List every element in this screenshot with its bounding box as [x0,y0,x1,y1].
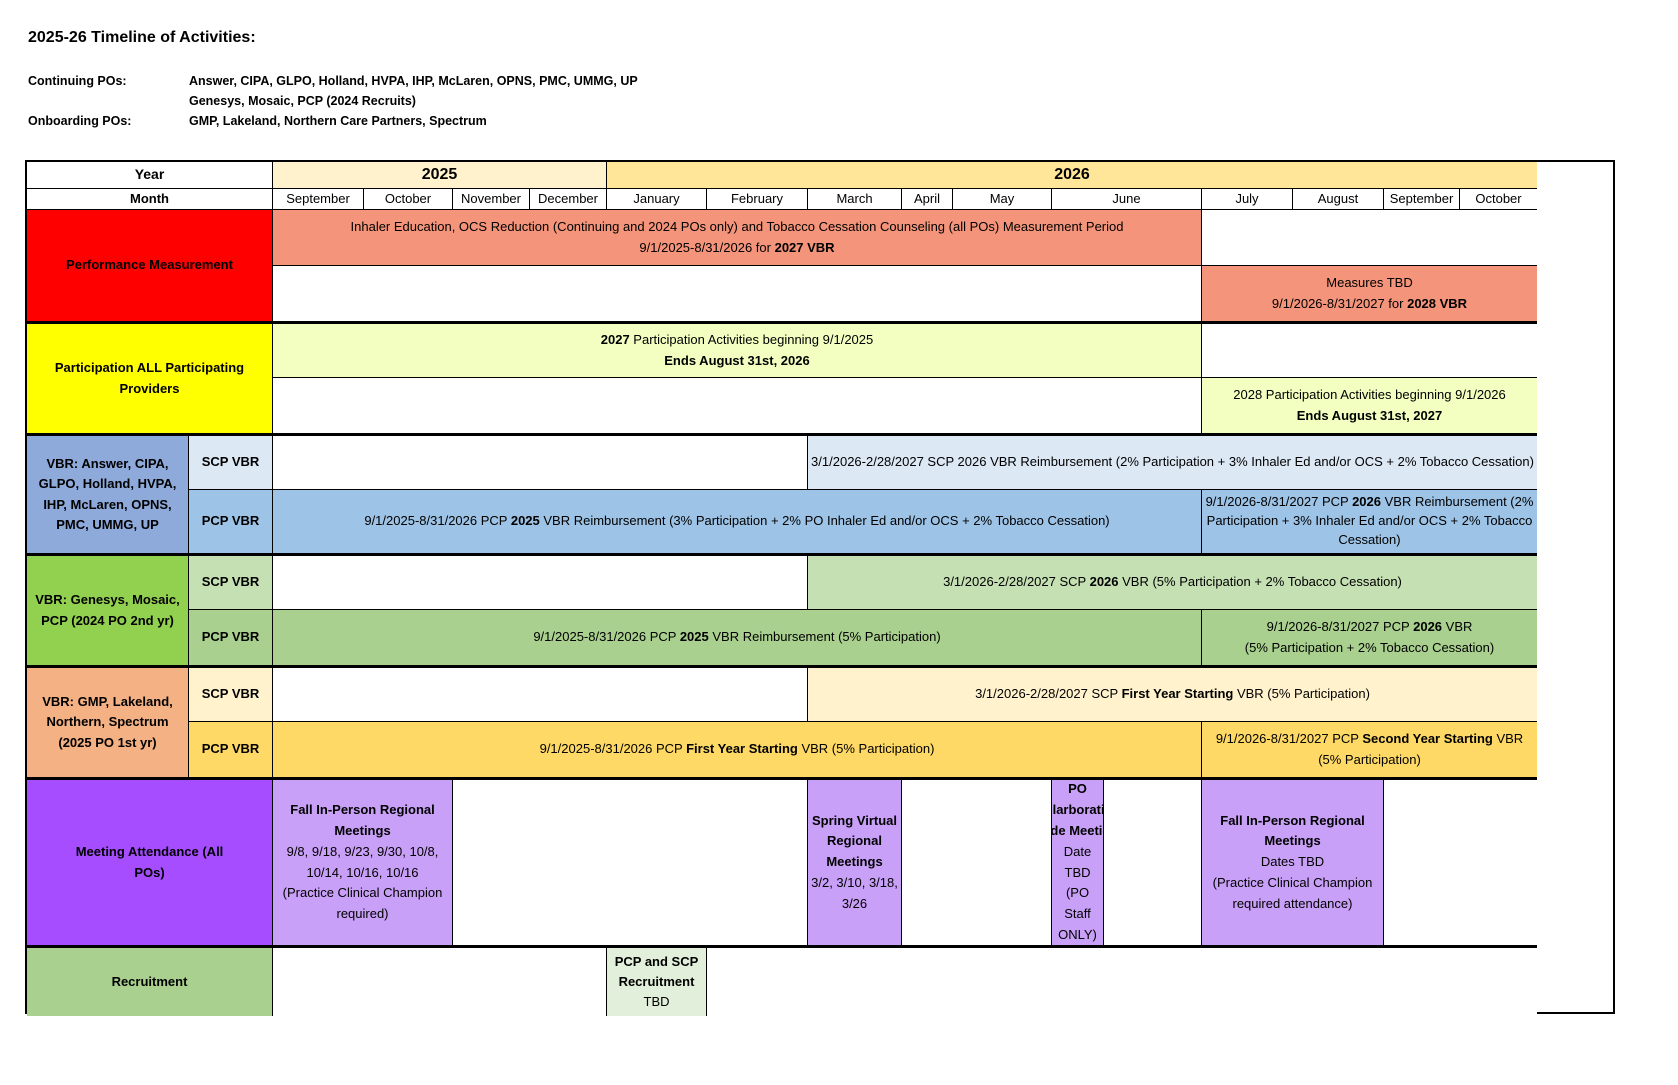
meeting-fall-2026-title: Fall In-Person Regional Meetings [1220,812,1365,849]
continuing-pos-label: Continuing POs: [28,74,127,88]
empty-cell [273,666,808,722]
meeting-label: Meeting Attendance (All POs) [27,778,273,946]
participation-bar-2025-line2: Ends August 31st, 2026 [664,352,810,368]
performance-bar-2025-line1: Inhaler Education, OCS Reduction (Contin… [350,219,1124,235]
vbr-onboarding-pcp-label: PCP VBR [189,722,273,778]
timeline-table: Year 2025 2026 Month September October N… [25,160,1615,1016]
vbr-genesys-label: VBR: Genesys, Mosaic, PCP (2024 PO 2nd y… [27,554,189,666]
month-header: June [1052,189,1202,210]
empty-cell [273,554,808,610]
vbr-genesys-scp-bar: 3/1/2026-2/28/2027 SCP 2026 VBR (5% Part… [808,554,1537,610]
performance-label: Performance Measurement [27,210,273,322]
recruitment-date: TBD [643,994,670,1010]
vbr-continuing-pcp-bar-2026: 9/1/2026-8/31/2027 PCP 2026 VBR Reimburs… [1202,490,1537,554]
recruitment-title: PCP and SCP Recruitment [614,953,699,989]
participation-bar-2026: 2028 Participation Activities beginning … [1202,378,1537,434]
empty-cell [707,946,1537,1016]
meeting-spring-title: Spring Virtual Regional Meetings [812,812,897,870]
month-header: October [1460,189,1537,210]
empty-cell [273,378,1202,434]
performance-bar-2025: Inhaler Education, OCS Reduction (Contin… [273,210,1202,266]
vbr-genesys-pcp-bar-2025: 9/1/2025-8/31/2026 PCP 2025 VBR Reimburs… [273,610,1202,666]
vbr-continuing-pcp-bar-2025: 9/1/2025-8/31/2026 PCP 2025 VBR Reimburs… [273,490,1202,554]
participation-label: Participation ALL Participating Provider… [27,322,273,434]
vbr-genesys-pcp-bar-2026-line2: (5% Participation + 2% Tobacco Cessation… [1244,639,1495,655]
vbr-onboarding-scp-label: SCP VBR [189,666,273,722]
meeting-fall-2026-dates: Dates TBD [1260,854,1325,870]
month-header: January [607,189,707,210]
month-header: March [808,189,902,210]
year-2025-header: 2025 [273,162,607,189]
month-header: July [1202,189,1293,210]
empty-cell [1104,778,1202,946]
participation-bar-2025: 2027 Participation Activities beginning … [273,322,1202,378]
month-header: October [364,189,453,210]
empty-cell [902,778,1052,946]
performance-bar-2025-line2: 9/1/2025-8/31/2026 for 2027 VBR [639,239,835,255]
vbr-continuing-scp-bar: 3/1/2026-2/28/2027 SCP 2026 VBR Reimburs… [808,434,1537,490]
meeting-po-date: Date TBD [1063,843,1092,880]
meeting-fall-2025-dates: 9/8, 9/18, 9/23, 9/30, 10/8, 10/14, 10/1… [286,843,439,880]
empty-cell [273,266,1202,322]
meeting-spring-dates: 3/2, 3/10, 3/18, 3/26 [811,874,898,911]
continuing-pos-line2: Genesys, Mosaic, PCP (2024 Recruits) [189,94,416,108]
meeting-fall-2025-title: Fall In-Person Regional Meetings [290,802,435,838]
onboarding-pos-label: Onboarding POs: [28,114,132,128]
vbr-continuing-label: VBR: Answer, CIPA, GLPO, Holland, HVPA, … [27,434,189,554]
month-header-label: Month [27,189,273,210]
vbr-onboarding-label: VBR: GMP, Lakeland, Northern, Spectrum (… [27,666,189,778]
month-header: September [1384,189,1460,210]
empty-cell [453,778,808,946]
vbr-onboarding-pcp-bar-2026-line2: (5% Participation) [1318,751,1421,767]
empty-cell [273,434,808,490]
month-header: December [530,189,607,210]
meeting-po-collaborative: PO Collarborative-wide Meeting Date TBD … [1052,778,1104,946]
vbr-onboarding-pcp-bar-2025: 9/1/2025-8/31/2026 PCP First Year Starti… [273,722,1202,778]
month-header: May [953,189,1052,210]
vbr-onboarding-pcp-bar-2026: 9/1/2026-8/31/2027 PCP Second Year Start… [1202,722,1537,778]
vbr-onboarding-scp-bar: 3/1/2026-2/28/2027 SCP First Year Starti… [808,666,1537,722]
empty-cell [273,946,607,1016]
vbr-genesys-scp-label: SCP VBR [189,554,273,610]
vbr-continuing-scp-label: SCP VBR [189,434,273,490]
year-2026-header: 2026 [607,162,1537,189]
participation-bar-2026-line1: 2028 Participation Activities beginning … [1233,387,1506,403]
month-header: November [453,189,530,210]
meeting-fall-2026: Fall In-Person Regional Meetings Dates T… [1202,778,1384,946]
page-title: 2025-26 Timeline of Activities: [28,29,256,46]
empty-cell [1202,322,1537,378]
month-header: September [273,189,364,210]
onboarding-pos-value: GMP, Lakeland, Northern Care Partners, S… [189,114,487,128]
empty-cell [1384,778,1537,946]
month-header: August [1293,189,1384,210]
vbr-genesys-pcp-bar-2026: 9/1/2026-8/31/2027 PCP 2026 VBR (5% Part… [1202,610,1537,666]
continuing-pos-line1: Answer, CIPA, GLPO, Holland, HVPA, IHP, … [189,74,638,88]
month-header: February [707,189,808,210]
recruitment-label: Recruitment [27,946,273,1016]
year-header-label: Year [27,162,273,189]
participation-bar-2025-line1: 2027 Participation Activities beginning … [600,332,874,348]
performance-bar-2026-line2: 9/1/2026-8/31/2027 for 2028 VBR [1271,295,1468,311]
meeting-fall-2025-note: (Practice Clinical Champion required) [282,885,443,922]
performance-bar-2026: Measures TBD 9/1/2026-8/31/2027 for 2028… [1202,266,1537,322]
vbr-genesys-pcp-label: PCP VBR [189,610,273,666]
meeting-po-note: (PO Staff ONLY) [1058,885,1097,942]
meeting-po-title: PO Collarborative-wide Meeting [1052,781,1103,838]
vbr-continuing-pcp-label: PCP VBR [189,490,273,554]
meeting-spring-virtual: Spring Virtual Regional Meetings 3/2, 3/… [808,778,902,946]
performance-bar-2026-line1: Measures TBD [1326,275,1413,291]
meeting-fall-2026-note: (Practice Clinical Champion required att… [1212,874,1373,911]
empty-cell [1202,210,1537,266]
participation-bar-2026-line2: Ends August 31st, 2027 [1296,407,1443,423]
meeting-fall-2025: Fall In-Person Regional Meetings 9/8, 9/… [273,778,453,946]
month-header: April [902,189,953,210]
recruitment-bar: PCP and SCP Recruitment TBD [607,946,707,1016]
